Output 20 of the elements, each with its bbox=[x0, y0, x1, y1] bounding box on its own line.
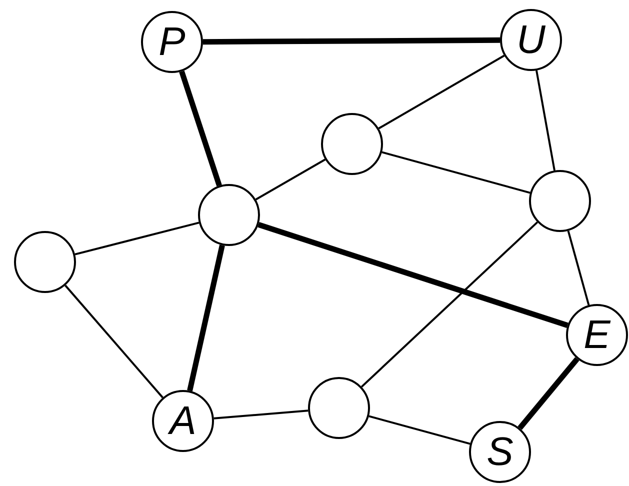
node-label: P bbox=[158, 22, 186, 62]
thick-line bbox=[179, 70, 222, 186]
thick-line bbox=[187, 244, 225, 392]
line bbox=[567, 230, 590, 306]
line bbox=[368, 415, 470, 445]
line bbox=[64, 284, 164, 398]
thick-line bbox=[258, 222, 568, 328]
node-label: U bbox=[516, 20, 546, 60]
line bbox=[214, 410, 308, 420]
line bbox=[536, 70, 556, 171]
node-label: E bbox=[584, 315, 610, 355]
line bbox=[255, 158, 326, 200]
line bbox=[360, 221, 538, 388]
thick-line bbox=[518, 357, 580, 430]
node-label: A bbox=[170, 401, 196, 441]
line bbox=[74, 222, 200, 256]
thick-line bbox=[202, 37, 500, 45]
node-label: S bbox=[486, 432, 514, 472]
line bbox=[378, 54, 505, 130]
line bbox=[382, 151, 530, 194]
